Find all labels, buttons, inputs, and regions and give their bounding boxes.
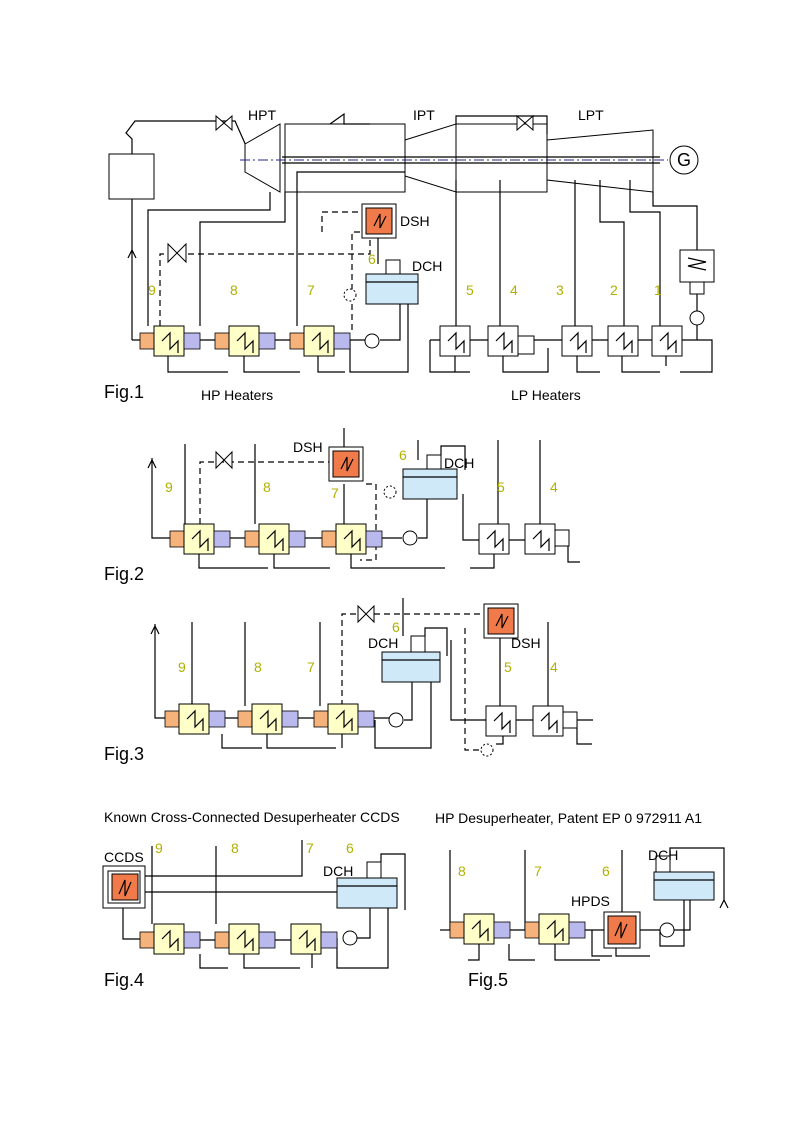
fig2-dsh <box>332 450 360 478</box>
hp-heater-7 <box>289 325 351 357</box>
main-steam-line <box>125 120 248 154</box>
fig3-dsh-label: DSH <box>511 635 541 651</box>
lp-casing <box>455 123 548 193</box>
fig4-deaerator <box>336 877 398 909</box>
fig3-stage-8: 8 <box>254 659 262 675</box>
main-steam-valve <box>215 114 233 132</box>
fig3-dch-label: DCH <box>368 635 398 651</box>
generator <box>669 145 699 175</box>
stage-4: 4 <box>510 282 518 298</box>
fig5-stage-7: 7 <box>534 863 542 879</box>
hp-heater-8 <box>214 325 276 357</box>
hpds-desuperheater <box>607 915 637 945</box>
fig3-valve <box>357 604 375 624</box>
fig3: DSH DCH 9 <box>104 598 593 764</box>
deaerator-tank <box>365 273 419 305</box>
fig2-dsh-label: DSH <box>293 439 323 455</box>
fig1-caption: Fig.1 <box>104 382 144 402</box>
fig5-stage-8: 8 <box>458 863 466 879</box>
hpt-label: HPT <box>248 107 276 123</box>
fig3-stage-7: 7 <box>307 659 315 675</box>
crossover-casing <box>284 123 406 193</box>
fig4-stage-8: 8 <box>231 840 239 856</box>
fig4-hp-heaters <box>139 923 338 955</box>
fig3-stage-9: 9 <box>178 659 186 675</box>
fig5-hp-heaters <box>449 913 586 945</box>
dsh-bypass-valve <box>167 242 187 264</box>
fig4-title: Known Cross-Connected Desuperheater CCDS <box>104 809 400 825</box>
fig5-title: HP Desuperheater, Patent EP 0 972911 A1 <box>435 810 702 826</box>
fig3-stage-5: 5 <box>504 659 512 675</box>
fig3-hp-heaters <box>164 703 375 735</box>
stage-8: 8 <box>230 282 238 298</box>
fig5: HP Desuperheater, Patent EP 0 972911 A1 … <box>435 810 729 990</box>
fig2-hp-heaters <box>169 523 383 555</box>
stage-1: 1 <box>654 282 662 298</box>
hp-heaters-label: HP Heaters <box>201 387 273 403</box>
dsh-label: DSH <box>400 213 430 229</box>
fig3-stage-4: 4 <box>550 659 558 675</box>
fig2-dch-label: DCH <box>444 455 474 471</box>
condensate-pump <box>689 310 705 326</box>
dch-label: DCH <box>412 258 442 274</box>
lp-heaters-label: LP Heaters <box>511 387 581 403</box>
fig2-stage-9: 9 <box>165 479 173 495</box>
fig4-stage-6: 6 <box>346 840 354 856</box>
hp-heater-9 <box>139 325 201 357</box>
fig2-stage-6: 6 <box>399 447 407 463</box>
lp-heaters <box>439 325 683 357</box>
fig5-caption: Fig.5 <box>468 970 508 990</box>
hpds-label: HPDS <box>571 893 610 909</box>
fig4: Known Cross-Connected Desuperheater CCDS… <box>102 809 406 990</box>
fig3-dsh <box>487 607 515 635</box>
feed-pump <box>364 333 380 349</box>
fig3-deaerator <box>381 651 441 683</box>
ip-turbine <box>404 123 457 193</box>
fig1: G HPT IPT LPT DSH DCH <box>104 107 715 403</box>
fig5-stage-6: 6 <box>602 863 610 879</box>
stage-7: 7 <box>307 282 315 298</box>
condenser <box>679 249 715 283</box>
stage-9: 9 <box>148 282 156 298</box>
fig2-valve <box>215 450 233 470</box>
ipt-label: IPT <box>413 107 435 123</box>
fig2: DSH DCH 9 <box>104 428 580 584</box>
generator-label: G <box>677 150 691 170</box>
fig3-caption: Fig.3 <box>104 744 144 764</box>
fig3-stage-6: 6 <box>392 619 400 635</box>
stage-2: 2 <box>610 282 618 298</box>
fig2-stage-8: 8 <box>263 479 271 495</box>
ccds-label: CCDS <box>104 849 144 865</box>
boiler <box>108 153 155 200</box>
fig2-stage-5: 5 <box>497 479 505 495</box>
fig2-stage-4: 4 <box>550 479 558 495</box>
stage-5: 5 <box>466 282 474 298</box>
fig4-stage-7: 7 <box>306 840 314 856</box>
fig4-dch-label: DCH <box>323 863 353 879</box>
fig5-dch-label: DCH <box>648 847 678 863</box>
hp-turbine <box>244 123 281 193</box>
fig4-stage-9: 9 <box>155 840 163 856</box>
stage-3: 3 <box>556 282 564 298</box>
dsh-desuperheater <box>365 207 393 235</box>
fig5-deaerator <box>653 871 715 901</box>
fig4-caption: Fig.4 <box>104 970 144 990</box>
fig2-deaerator <box>402 468 458 500</box>
dsh-pump <box>343 288 357 302</box>
stage-6: 6 <box>368 251 376 267</box>
fig2-caption: Fig.2 <box>104 564 144 584</box>
lpt-label: LPT <box>578 107 604 123</box>
fig2-stage-7: 7 <box>331 485 339 501</box>
